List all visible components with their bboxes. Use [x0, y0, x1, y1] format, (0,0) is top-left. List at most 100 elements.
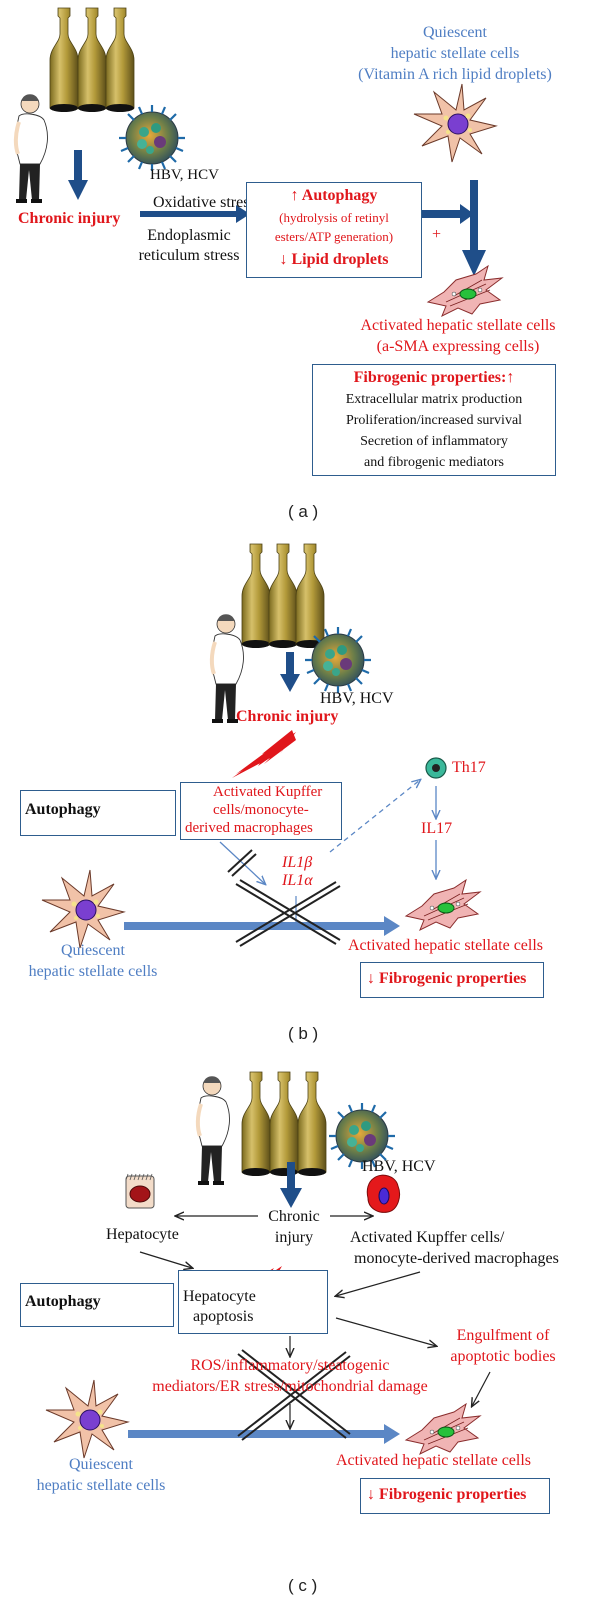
quiescent-line: Quiescent [61, 942, 125, 959]
ros-line: mediators/ER stress/mitochondrial damage [152, 1378, 428, 1395]
fibrogenic-properties-box: Fibrogenic properties:↑ Extracellular ma… [312, 364, 556, 476]
fibrogenic-item: Secretion of inflammatory [360, 434, 508, 449]
autophagy-box: Autophagy [20, 790, 176, 836]
cross-mark [231, 853, 257, 877]
quiescent-label: Quiescent hepatic stellate cells [26, 1454, 176, 1496]
apoptosis-box: Hepatocyte apoptosis [178, 1270, 328, 1334]
lipid-droplets-down-label: ↓ Lipid droplets [279, 251, 389, 268]
il1a-label: IL1α [282, 872, 313, 889]
bottle-icon [49, 7, 79, 113]
activated-stellate-cell-icon [405, 1403, 481, 1455]
bottle-icon [241, 1071, 271, 1177]
kupffer-line: Activated Kupffer [213, 784, 323, 800]
virus-label: HBV, HCV [362, 1158, 436, 1175]
autophagy-detail: (hydrolysis of retinyl [279, 210, 389, 225]
bottle-icon [105, 7, 135, 113]
quiescent-stellate-cell-icon [45, 1379, 129, 1459]
engulfment-line: apoptotic bodies [450, 1348, 556, 1365]
bottle-icon [295, 543, 325, 649]
th17-label: Th17 [452, 759, 486, 776]
cross-mark [235, 881, 337, 943]
quiescent-title-line: (Vitamin A rich lipid droplets) [358, 66, 552, 83]
fibrogenic-down-label: ↓ Fibrogenic properties [367, 1486, 527, 1503]
down-arrow-icon [462, 180, 486, 276]
ros-mediators-label: ROS/inflammatory/steatogenic mediators/E… [120, 1355, 460, 1397]
virus-icon [303, 625, 373, 695]
right-arrow-icon [422, 204, 474, 224]
er-stress-line: reticulum stress [138, 247, 240, 264]
activated-cells-label: Activated hepatic stellate cells [336, 1452, 532, 1469]
il17-label: IL17 [421, 820, 453, 837]
fibrogenic-title: Fibrogenic properties:↑ [353, 369, 515, 386]
autophagy-box: Autophagy [20, 1283, 174, 1327]
virus-icon [117, 103, 187, 173]
chronic-line: Chronic [268, 1208, 320, 1225]
kupffer-line: cells/monocyte- [213, 802, 309, 818]
fibrogenic-item: Proliferation/increased survival [345, 413, 523, 428]
cross-mark [237, 1351, 347, 1437]
hepatocyte-label: Hepatocyte [106, 1226, 179, 1243]
kupffer-label: Activated Kupffer cells/monocyte- derive… [185, 783, 323, 837]
panel-c-label: ( c ) [288, 1576, 318, 1595]
obese-person-icon [13, 92, 50, 205]
activated-stellate-cell-icon [427, 265, 503, 317]
arrow [139, 1251, 192, 1268]
blocked-arrow [219, 841, 265, 884]
hepatocyte-icon [125, 1173, 155, 1209]
quiescent-line: Quiescent [69, 1456, 133, 1473]
panel-a-label: ( a ) [288, 502, 319, 521]
dashed-arrow [329, 780, 420, 853]
quiescent-title-line: Quiescent [423, 24, 487, 41]
autophagy-up-label: ↑ Autophagy [290, 187, 378, 204]
kupffer-line: derived macrophages [185, 820, 313, 836]
activated-stellate-cell-icon [405, 879, 481, 931]
activated-line: (a-SMA expressing cells) [376, 338, 540, 355]
obese-person-icon [209, 612, 246, 725]
quiescent-label: Quiescent hepatic stellate cells [18, 940, 168, 982]
cross-mark [241, 1355, 351, 1441]
arrow [472, 1371, 491, 1406]
down-arrow-icon [280, 652, 300, 692]
down-arrow-icon [280, 1162, 302, 1208]
cross-mark [239, 885, 341, 947]
chronic-injury-label: Chronic injury [236, 708, 339, 725]
kupffer-line: monocyte-derived macrophages [354, 1250, 559, 1267]
fibrogenic-item: and fibrogenic mediators [364, 455, 504, 470]
arrow [335, 1317, 436, 1346]
kupffer-box: Activated Kupffer cells/monocyte- derive… [180, 782, 342, 840]
ros-line: ROS/inflammatory/steatogenic [190, 1357, 390, 1374]
quiescent-stellate-cell-icon [413, 83, 497, 163]
quiescent-line: hepatic stellate cells [36, 1477, 166, 1494]
down-arrow-icon [68, 150, 88, 200]
obese-person-icon [195, 1074, 232, 1187]
activated-cells-label: Activated hepatic stellate cells [348, 937, 544, 954]
kupffer-line: Activated Kupffer cells/ [350, 1229, 505, 1246]
autophagy-detail: esters/ATP generation) [274, 229, 394, 244]
engulfment-label: Engulfment of apoptotic bodies [438, 1325, 568, 1367]
bottle-icon [269, 1071, 299, 1177]
chronic-line: injury [274, 1229, 314, 1246]
fibrogenic-box: ↓ Fibrogenic properties [360, 962, 544, 998]
apoptosis-line: apoptosis [193, 1308, 254, 1325]
arrow [336, 1271, 421, 1296]
main-arrow [128, 1424, 400, 1444]
bottle-icon [297, 1071, 327, 1177]
kupffer-cell-icon [366, 1174, 401, 1213]
fibrogenic-box: ↓ Fibrogenic properties [360, 1478, 550, 1514]
quiescent-title-line: hepatic stellate cells [390, 45, 520, 62]
plus-sign: + [432, 226, 442, 243]
cross-mark [227, 849, 253, 873]
il1-labels: IL1β IL1α [282, 854, 313, 890]
engulfment-line: Engulfment of [456, 1327, 550, 1344]
virus-label: HBV, HCV [320, 690, 394, 707]
bottle-icon [268, 543, 298, 649]
quiescent-cells-title: Quiescent hepatic stellate cells (Vitami… [330, 22, 580, 85]
panel-b-graphics [41, 543, 481, 949]
virus-label: HBV, HCV [150, 167, 219, 183]
chronic-injury-label: Chronic injury [258, 1206, 330, 1248]
er-stress-line: Endoplasmic [147, 227, 231, 244]
panel-b-label: ( b ) [288, 1024, 319, 1043]
er-stress-label: Endoplasmic reticulum stress [130, 226, 248, 266]
lightning-bolt-icon [232, 730, 296, 778]
fibrogenic-item: Extracellular matrix production [345, 392, 523, 407]
